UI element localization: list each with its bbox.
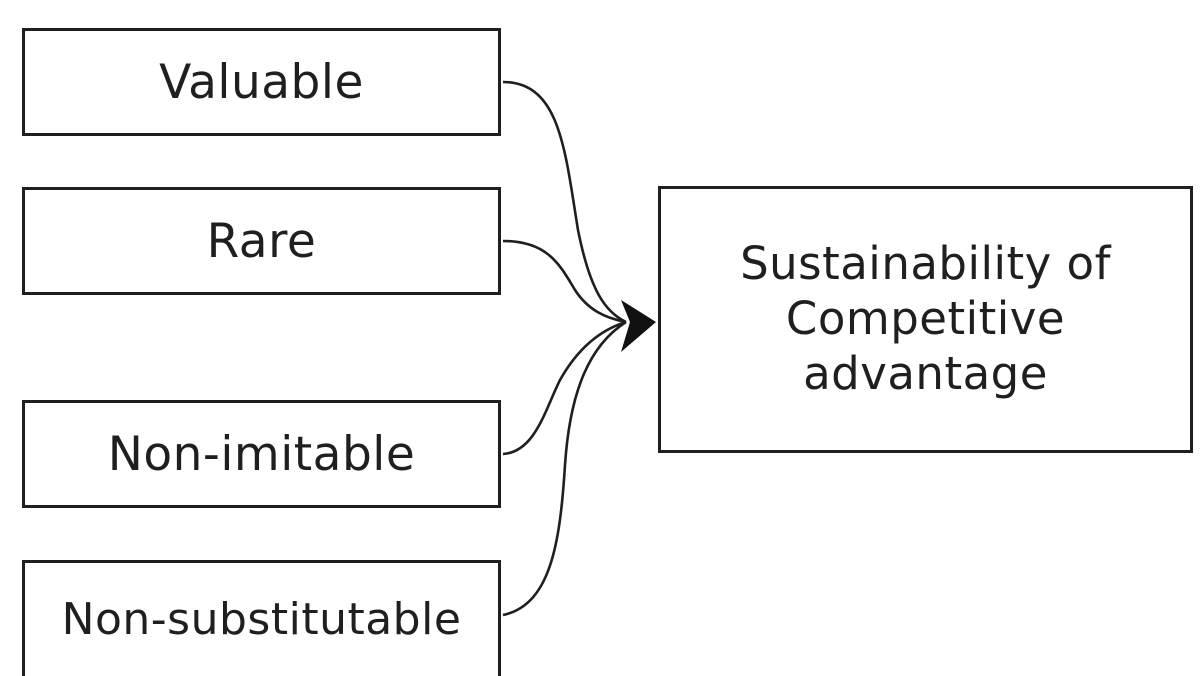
input-box-non-imitable: Non-imitable xyxy=(22,400,501,508)
connector-non-imitable xyxy=(502,320,627,456)
input-label-non-substitutable: Non-substitutable xyxy=(61,594,462,645)
arrowhead-icon xyxy=(621,300,656,352)
output-label-line-2: Competitive xyxy=(785,292,1066,346)
input-label-rare: Rare xyxy=(206,213,317,269)
connector-rare xyxy=(502,239,627,324)
connector-valuable xyxy=(502,80,627,324)
input-box-non-substitutable: Non-substitutable xyxy=(22,560,501,676)
input-label-valuable: Valuable xyxy=(159,54,364,110)
input-box-rare: Rare xyxy=(22,187,501,295)
input-label-non-imitable: Non-imitable xyxy=(107,426,416,482)
output-label-line-1: Sustainability of xyxy=(740,237,1111,291)
output-label-line-3: advantage xyxy=(803,346,1048,400)
input-box-valuable: Valuable xyxy=(22,28,501,136)
connector-non-substitutable xyxy=(502,320,627,617)
output-box-competitive-advantage: Sustainability of Competitive advantage xyxy=(658,186,1193,453)
